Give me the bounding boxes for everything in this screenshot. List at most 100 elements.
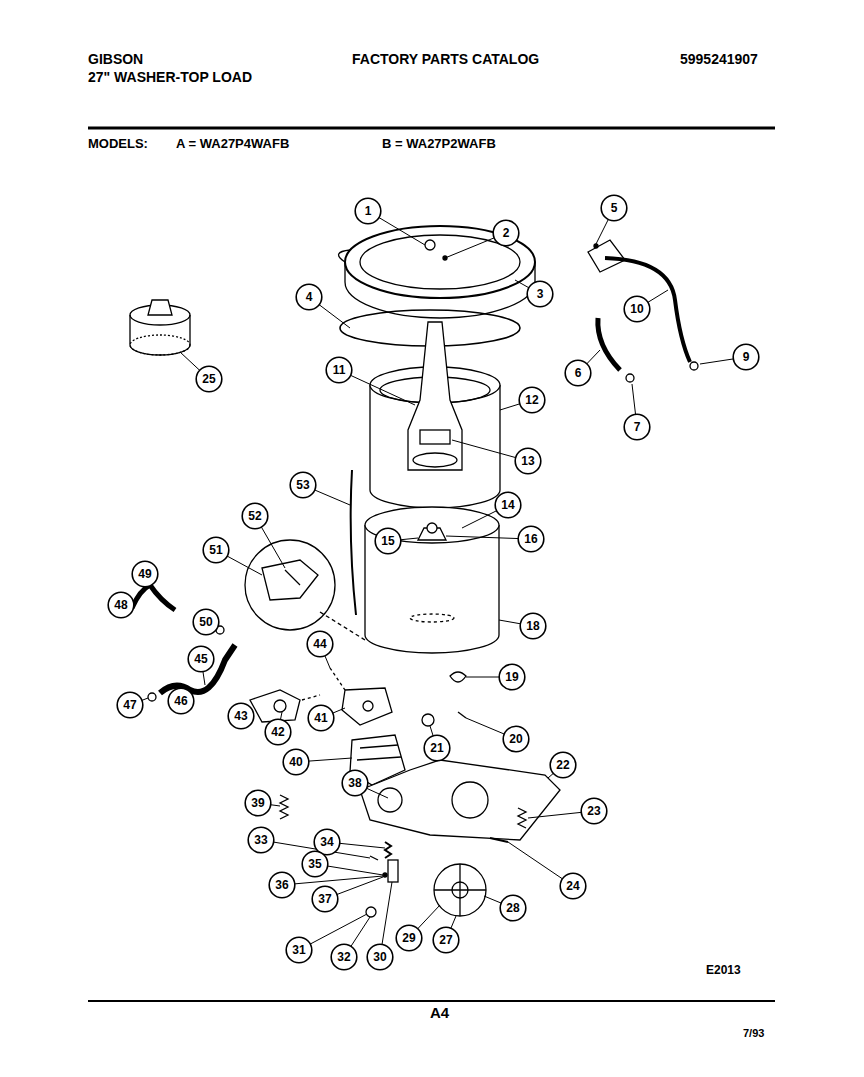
callout-circle: 3 — [526, 280, 554, 308]
callout-circle: 6 — [564, 359, 592, 387]
callout-number: 53 — [296, 478, 309, 492]
callout-number: 46 — [174, 694, 187, 708]
callout-number: 39 — [251, 796, 264, 810]
callout-number: 2 — [503, 226, 510, 240]
callout-number: 36 — [275, 878, 288, 892]
callout-number: 43 — [234, 709, 247, 723]
callout-number: 9 — [743, 350, 750, 364]
callout-circle: 46 — [167, 687, 195, 715]
callout-circle: 23 — [580, 797, 608, 825]
callout-circle: 22 — [549, 751, 577, 779]
callout-number: 37 — [318, 892, 331, 906]
callout-circle: 30 — [366, 943, 394, 971]
callout-circle: 1 — [354, 197, 382, 225]
callout-circle: 18 — [519, 612, 547, 640]
callout-circle: 24 — [559, 872, 587, 900]
callout-circle: 50 — [192, 608, 220, 636]
callout-circle: 19 — [498, 663, 526, 691]
callout-circle: 53 — [289, 471, 317, 499]
callout-circle: 42 — [264, 718, 292, 746]
callout-circle: 4 — [295, 283, 323, 311]
callout-number: 25 — [202, 372, 215, 386]
callout-circle: 14 — [494, 491, 522, 519]
callout-number: 14 — [501, 498, 514, 512]
callout-number: 5 — [611, 201, 618, 215]
callout-number: 12 — [525, 393, 538, 407]
callout-circle: 5 — [600, 194, 628, 222]
callout-number: 41 — [314, 711, 327, 725]
callout-number: 34 — [320, 835, 333, 849]
callout-number: 33 — [254, 833, 267, 847]
header-text: A4 — [430, 1005, 449, 1022]
callout-number: 16 — [524, 532, 537, 546]
callout-number: 29 — [402, 931, 415, 945]
callout-circle: 41 — [307, 704, 335, 732]
callout-circle: 25 — [195, 365, 223, 393]
callout-circle: 15 — [374, 527, 402, 555]
callout-circle: 39 — [244, 789, 272, 817]
callout-circle: 13 — [514, 447, 542, 475]
header-text: 27" WASHER-TOP LOAD — [88, 70, 252, 85]
callout-circle: 9 — [732, 343, 760, 371]
header-text: 7/93 — [743, 1027, 764, 1039]
header-text: A = WA27P4WAFB — [176, 137, 289, 151]
callout-circle: 32 — [330, 943, 358, 971]
callout-number: 44 — [313, 637, 326, 651]
header-text: FACTORY PARTS CATALOG — [352, 52, 539, 67]
header-text: GIBSON — [88, 52, 143, 67]
header-text: MODELS: — [88, 137, 148, 151]
callout-number: 38 — [348, 776, 361, 790]
callout-circle: 35 — [301, 850, 329, 878]
callout-number: 45 — [194, 652, 207, 666]
header-text: B = WA27P2WAFB — [382, 137, 496, 151]
callout-circle: 51 — [202, 536, 230, 564]
callout-circle: 21 — [423, 734, 451, 762]
callout-circle: 20 — [502, 725, 530, 753]
callout-number: 28 — [506, 901, 519, 915]
callout-circle: 37 — [311, 885, 339, 913]
callout-circle: 36 — [268, 871, 296, 899]
callout-circle: 49 — [131, 560, 159, 588]
callout-number: 3 — [537, 287, 544, 301]
callout-number: 32 — [337, 950, 350, 964]
callout-number: 51 — [209, 543, 222, 557]
callout-number: 7 — [634, 420, 641, 434]
callout-circle: 29 — [395, 924, 423, 952]
callout-number: 18 — [526, 619, 539, 633]
callout-number: 6 — [575, 366, 582, 380]
callout-circle: 2 — [492, 219, 520, 247]
header-text: 5995241907 — [680, 52, 758, 67]
callout-number: 21 — [430, 741, 443, 755]
callout-circle: 33 — [247, 826, 275, 854]
callout-number: 52 — [248, 509, 261, 523]
callout-circle: 16 — [517, 525, 545, 553]
callout-number: 47 — [123, 698, 136, 712]
callout-number: 30 — [373, 950, 386, 964]
callout-circle: 31 — [285, 936, 313, 964]
callout-circle: 40 — [282, 748, 310, 776]
callout-number: 23 — [587, 804, 600, 818]
callout-circle: 45 — [187, 645, 215, 673]
callout-circle: 11 — [325, 356, 353, 384]
callout-number: 50 — [199, 615, 212, 629]
callout-circle: 7 — [623, 413, 651, 441]
callout-circle: 38 — [341, 769, 369, 797]
callout-number: 15 — [381, 534, 394, 548]
callout-circle: 52 — [241, 502, 269, 530]
callout-number: 22 — [556, 758, 569, 772]
callout-circle: 44 — [306, 630, 334, 658]
callout-number: 40 — [289, 755, 302, 769]
callout-circle: 10 — [623, 295, 651, 323]
callout-circle: 27 — [432, 926, 460, 954]
callout-circle: 47 — [116, 691, 144, 719]
callout-number: 13 — [521, 454, 534, 468]
header-text: E2013 — [706, 964, 741, 977]
callout-number: 11 — [333, 363, 346, 377]
callout-number: 42 — [271, 725, 284, 739]
callout-number: 20 — [509, 732, 522, 746]
callout-number: 27 — [439, 933, 452, 947]
callout-number: 19 — [505, 670, 518, 684]
callout-number: 35 — [308, 857, 321, 871]
callout-number: 1 — [365, 204, 372, 218]
